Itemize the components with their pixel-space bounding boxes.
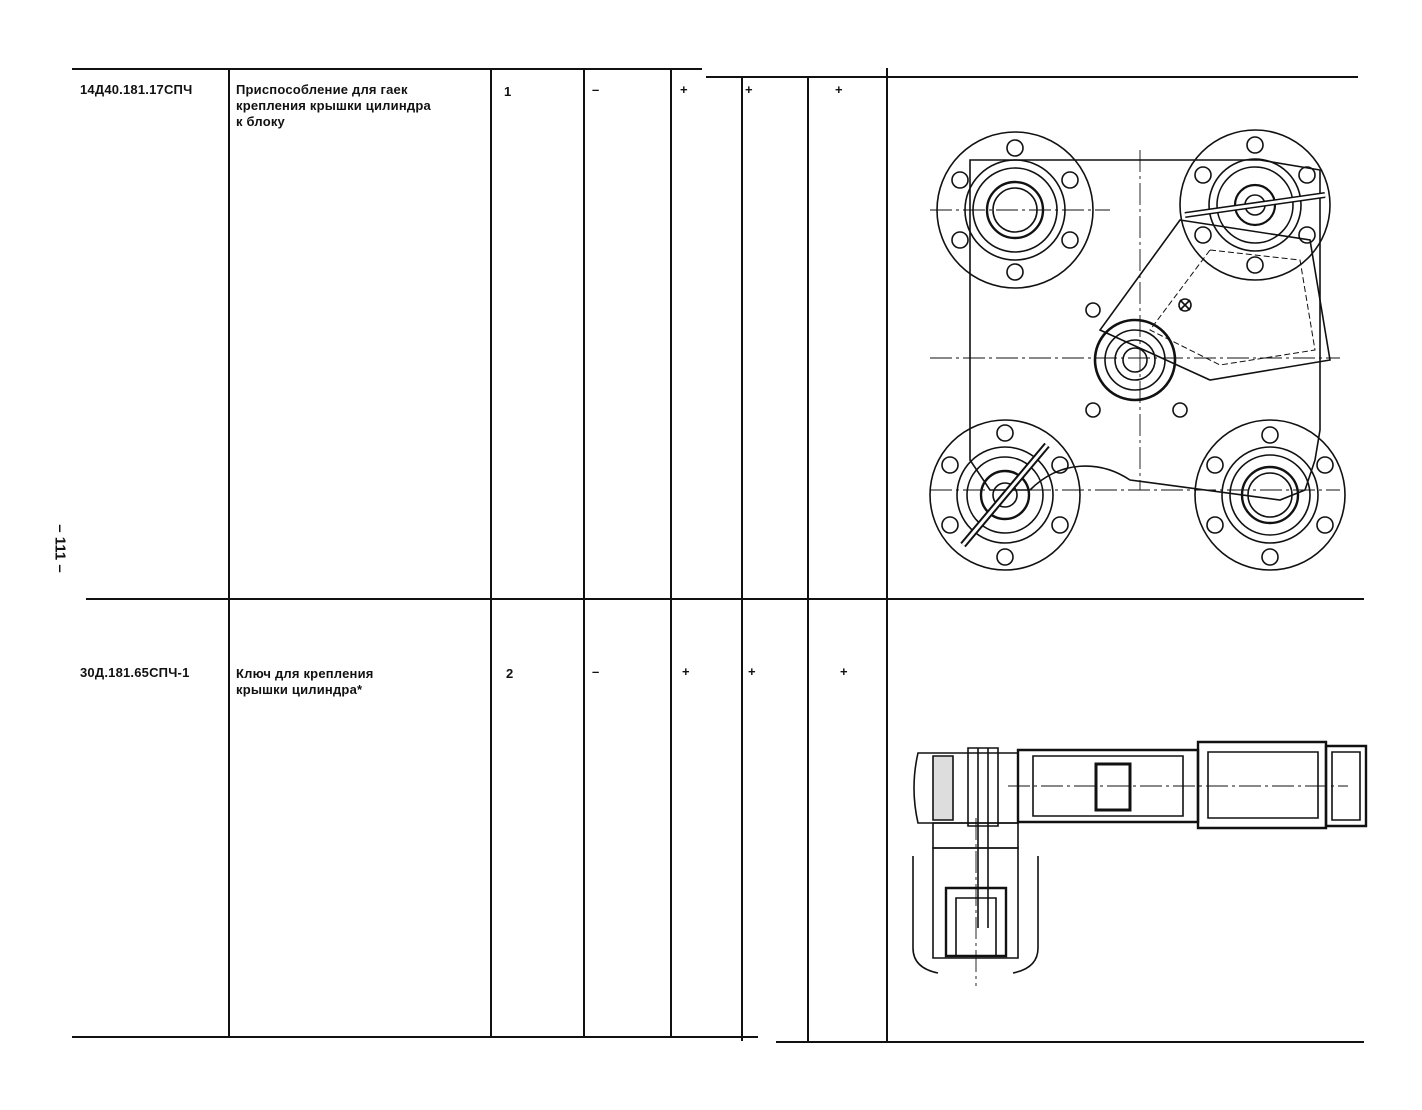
column-divider-6: [807, 76, 809, 1041]
fixture-drawing: [920, 130, 1350, 600]
row2-col4-value: –: [592, 664, 600, 679]
row2-col5-value: +: [682, 664, 690, 679]
row2-col6-value: +: [748, 664, 756, 679]
row1-designation: 14Д40.181.17СПЧ: [80, 82, 193, 97]
top-rule-right: [706, 76, 1358, 78]
row2-designation: 30Д.181.65СПЧ-1: [80, 665, 190, 680]
column-divider-4: [670, 68, 672, 1038]
row1-col4-value: –: [592, 82, 600, 97]
wrench-drawing: [908, 738, 1370, 988]
page-number: – 111 –: [51, 524, 69, 573]
column-divider-7: [886, 68, 888, 1041]
column-divider-2: [490, 68, 492, 1038]
column-divider-5: [741, 76, 743, 1041]
row1-col7-value: +: [835, 82, 843, 97]
top-rule-left: [72, 68, 702, 70]
row1-quantity: 1: [504, 84, 512, 99]
row2-name: Ключ для крепления крышки цилиндра*: [236, 666, 374, 697]
row1-col5-value: +: [680, 82, 688, 97]
row2-col7-value: +: [840, 664, 848, 679]
row2-quantity: 2: [506, 666, 514, 681]
column-divider-3: [583, 68, 585, 1038]
row-separator: [86, 598, 1364, 600]
bottom-rule-right: [776, 1041, 1364, 1043]
row1-col6-value: +: [745, 82, 753, 97]
bottom-rule-left: [72, 1036, 758, 1038]
column-divider-1: [228, 68, 230, 1038]
row1-name: Приспособление для гаек крепления крышки…: [236, 82, 431, 129]
